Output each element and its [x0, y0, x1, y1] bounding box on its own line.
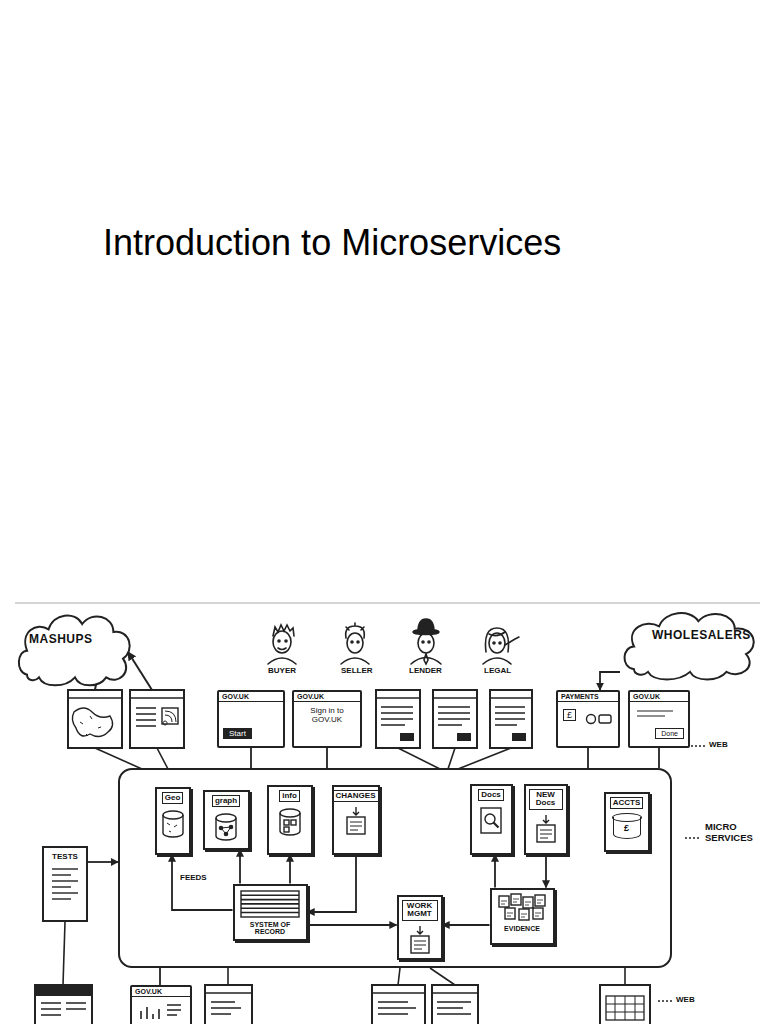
node-label: GOV.UK: [294, 692, 360, 702]
evidence-box: EVIDENCE: [490, 888, 555, 945]
connector: [658, 748, 660, 768]
connector: [308, 924, 397, 926]
node-label: MICRO SERVICES: [705, 822, 767, 844]
connector: [545, 855, 547, 888]
node-label: Geo: [162, 792, 184, 805]
connector: [600, 672, 620, 690]
tests-box: TESTS: [42, 846, 88, 922]
frame-line: [15, 603, 760, 604]
page-title: Introduction to Microservices: [103, 222, 561, 264]
connector: [443, 924, 490, 926]
icon-bars: [137, 1001, 185, 1021]
node-label: NEW Docs: [529, 789, 563, 811]
connector: [239, 850, 241, 884]
text-label: LEGAL: [484, 666, 511, 675]
node-label: CHANGES: [333, 790, 379, 803]
connector: [250, 748, 252, 768]
node-label: EVIDENCE: [504, 925, 540, 933]
service-box: graph: [203, 790, 250, 850]
icon-evidence: [495, 893, 549, 923]
text-label: BUYER: [268, 666, 296, 675]
text-label: WEB: [709, 740, 728, 749]
node-label: Docs: [478, 789, 504, 802]
cloud-shape: WHOLESALERS: [620, 606, 760, 682]
node-text: £: [563, 709, 576, 721]
connector: [587, 748, 589, 768]
node-label: ACCTS: [610, 797, 644, 810]
web-page: GOV.UK Sign in to GOV.UK: [292, 690, 362, 748]
icon-doc: [407, 925, 433, 955]
icon-graph: [213, 812, 239, 842]
node-label: SYSTEM OF RECORD: [238, 921, 303, 936]
node-label: WORK MGMT: [402, 900, 438, 922]
node-label: PAYMENTS: [558, 692, 618, 702]
connector: [308, 855, 357, 913]
bottom-web-pages: [35, 985, 650, 1024]
connector: [326, 748, 328, 768]
service-box: Geo: [155, 787, 191, 855]
record-box: SYSTEM OF RECORD: [233, 884, 308, 941]
node-label: graph: [212, 795, 240, 808]
icon-doc: [533, 814, 559, 844]
node-label: MASHUPS: [29, 632, 93, 646]
icon-table: [239, 889, 301, 919]
service-box: Docs: [470, 784, 513, 855]
icon-pagelines: [636, 708, 676, 720]
node-label: GOV.UK: [219, 692, 283, 702]
service-box: ACCTS £: [604, 792, 650, 852]
node-text: Start: [223, 728, 252, 739]
node-text: Done: [655, 728, 684, 739]
web-page: PAYMENTS £: [556, 690, 620, 748]
leader-dots: [658, 745, 705, 1002]
node-label: TESTS: [52, 852, 78, 861]
node-label: info: [279, 790, 300, 803]
icon-cyl: [160, 809, 186, 839]
service-box: WORK MGMT: [397, 895, 443, 961]
node-label: GOV.UK: [630, 692, 688, 702]
web-pages: [68, 690, 532, 748]
icon-pay: [584, 713, 614, 725]
web-page: GOV.UK Done: [628, 690, 690, 748]
cloud-outline: [15, 608, 135, 688]
text-label: LENDER: [409, 666, 442, 675]
icon-info: [277, 807, 303, 837]
web-page: GOV.UK Start: [217, 690, 285, 748]
service-box: CHANGES: [332, 785, 380, 855]
connector: [88, 861, 118, 863]
text-label: FEEDS: [180, 873, 207, 882]
connector: [159, 968, 161, 985]
node-label: WHOLESALERS: [652, 628, 751, 642]
cloud-shape: MASHUPS: [15, 608, 135, 688]
people-figures: [268, 619, 519, 664]
connector: [494, 855, 496, 888]
node-text: Sign in to GOV.UK: [294, 706, 360, 724]
node-label: GOV.UK: [132, 987, 190, 997]
web-links: [63, 748, 625, 985]
connector: [289, 855, 291, 884]
text-label: WEB: [676, 995, 695, 1004]
node-text: £: [613, 817, 641, 839]
icon-mag: [478, 805, 504, 835]
microservices-box: MICRO SERVICESGeographinfoCHANGESDocsNEW…: [118, 768, 672, 968]
service-box: NEW Docs: [524, 784, 568, 855]
service-box: info: [267, 785, 313, 855]
web-page: GOV.UK: [130, 985, 192, 1024]
text-label: SELLER: [341, 666, 373, 675]
connector: [172, 855, 233, 911]
icon-lines: [49, 865, 81, 905]
cloud-outline: [620, 606, 760, 682]
icon-doc: [343, 806, 369, 836]
